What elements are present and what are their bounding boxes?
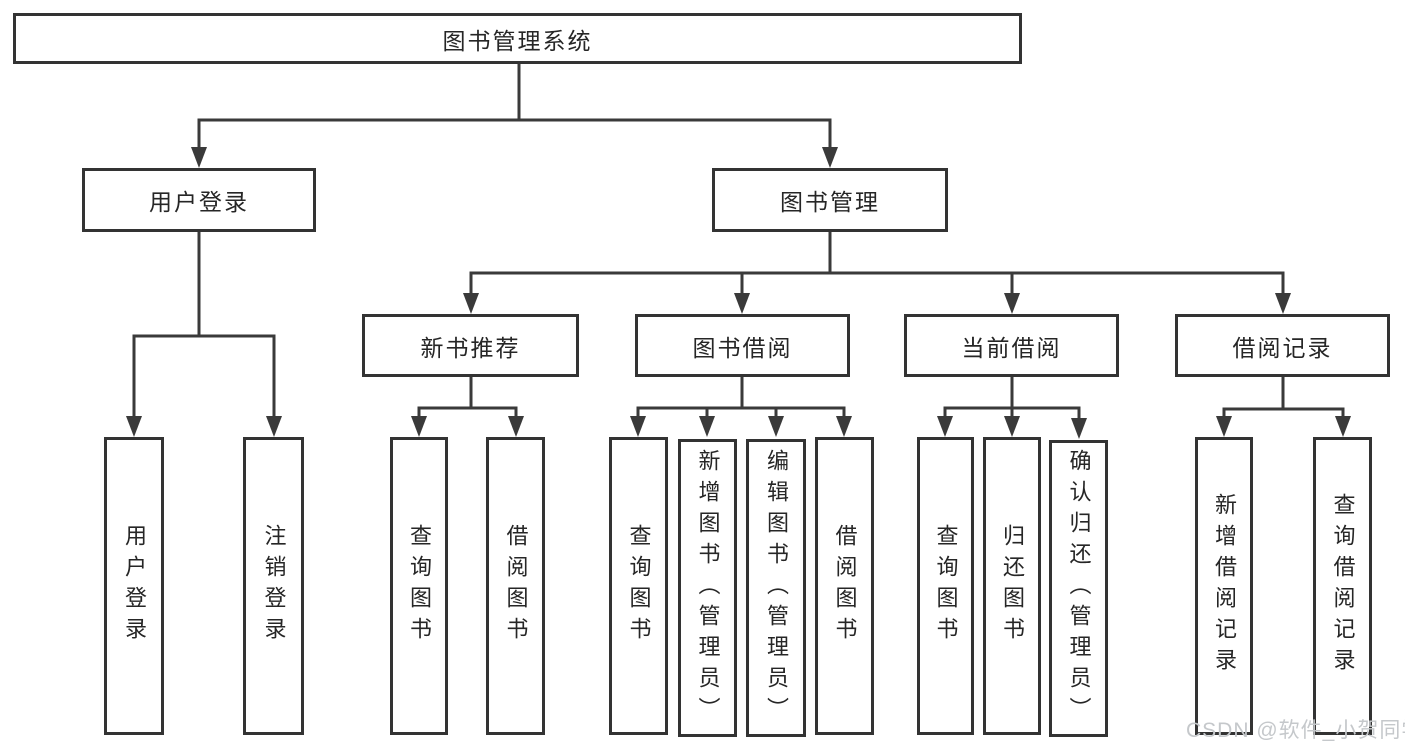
leaf-add-books-admin: 新增图书（管理员）	[678, 439, 737, 737]
leaf-confirm-return-admin-label: 确认归还（管理员）	[1066, 449, 1092, 728]
connector-new-book-recommend-to-leaves	[411, 377, 524, 437]
csdn-watermark: CSDN @软件_小贺同学	[1186, 719, 1405, 742]
node-book-borrow-label: 图书借阅	[692, 334, 793, 361]
connector-root-to-level2	[191, 63, 838, 168]
leaf-return-books-label: 归还图书	[1000, 524, 1025, 648]
leaf-borrow-books: 借阅图书	[815, 437, 874, 735]
leaf-current-query-books: 查询图书	[917, 437, 974, 735]
connector-user-login-to-leaves	[126, 232, 282, 437]
leaf-new-book-borrow-label: 借阅图书	[503, 524, 529, 648]
connector-borrow-records-to-leaves	[1216, 377, 1351, 437]
leaf-new-book-borrow: 借阅图书	[486, 437, 545, 735]
leaf-add-borrow-record-label: 新增借阅记录	[1212, 493, 1237, 679]
node-book-management-label: 图书管理	[780, 189, 880, 215]
leaf-user-login-label: 用户登录	[122, 524, 147, 648]
connector-book-management-to-level3	[463, 232, 1291, 314]
leaf-query-borrow-record: 查询借阅记录	[1313, 437, 1372, 735]
leaf-user-login: 用户登录	[104, 437, 164, 735]
leaf-add-books-admin-label: 新增图书（管理员）	[695, 448, 721, 728]
leaf-borrow-query-books: 查询图书	[609, 437, 668, 735]
leaf-edit-books-admin-label: 编辑图书（管理员）	[764, 448, 789, 728]
leaf-return-books: 归还图书	[983, 437, 1041, 735]
node-new-book-recommend: 新书推荐	[362, 314, 579, 377]
node-new-book-recommend-label: 新书推荐	[420, 334, 521, 361]
node-book-borrow: 图书借阅	[635, 314, 850, 377]
connector-book-borrow-to-leaves	[630, 377, 852, 437]
node-book-management: 图书管理	[712, 168, 948, 232]
leaf-new-book-query-label: 查询图书	[407, 524, 432, 648]
leaf-logout-label: 注销登录	[261, 524, 287, 648]
leaf-borrow-books-label: 借阅图书	[832, 524, 858, 648]
leaf-logout: 注销登录	[243, 437, 304, 735]
node-user-login: 用户登录	[82, 168, 316, 232]
node-borrow-records-label: 借阅记录	[1232, 334, 1333, 361]
connector-current-borrow-to-leaves	[937, 377, 1087, 439]
node-root: 图书管理系统	[13, 13, 1022, 64]
node-current-borrow-label: 当前借阅	[961, 334, 1062, 361]
node-root-label: 图书管理系统	[442, 27, 593, 54]
leaf-confirm-return-admin: 确认归还（管理员）	[1049, 440, 1108, 737]
leaf-new-book-query: 查询图书	[390, 437, 448, 735]
leaf-current-query-books-label: 查询图书	[933, 524, 959, 648]
node-user-login-label: 用户登录	[149, 189, 249, 215]
node-current-borrow: 当前借阅	[904, 314, 1119, 377]
leaf-query-borrow-record-label: 查询借阅记录	[1330, 493, 1356, 679]
leaf-add-borrow-record: 新增借阅记录	[1195, 437, 1253, 735]
node-borrow-records: 借阅记录	[1175, 314, 1390, 377]
leaf-edit-books-admin: 编辑图书（管理员）	[746, 439, 806, 737]
leaf-borrow-query-books-label: 查询图书	[626, 524, 652, 648]
